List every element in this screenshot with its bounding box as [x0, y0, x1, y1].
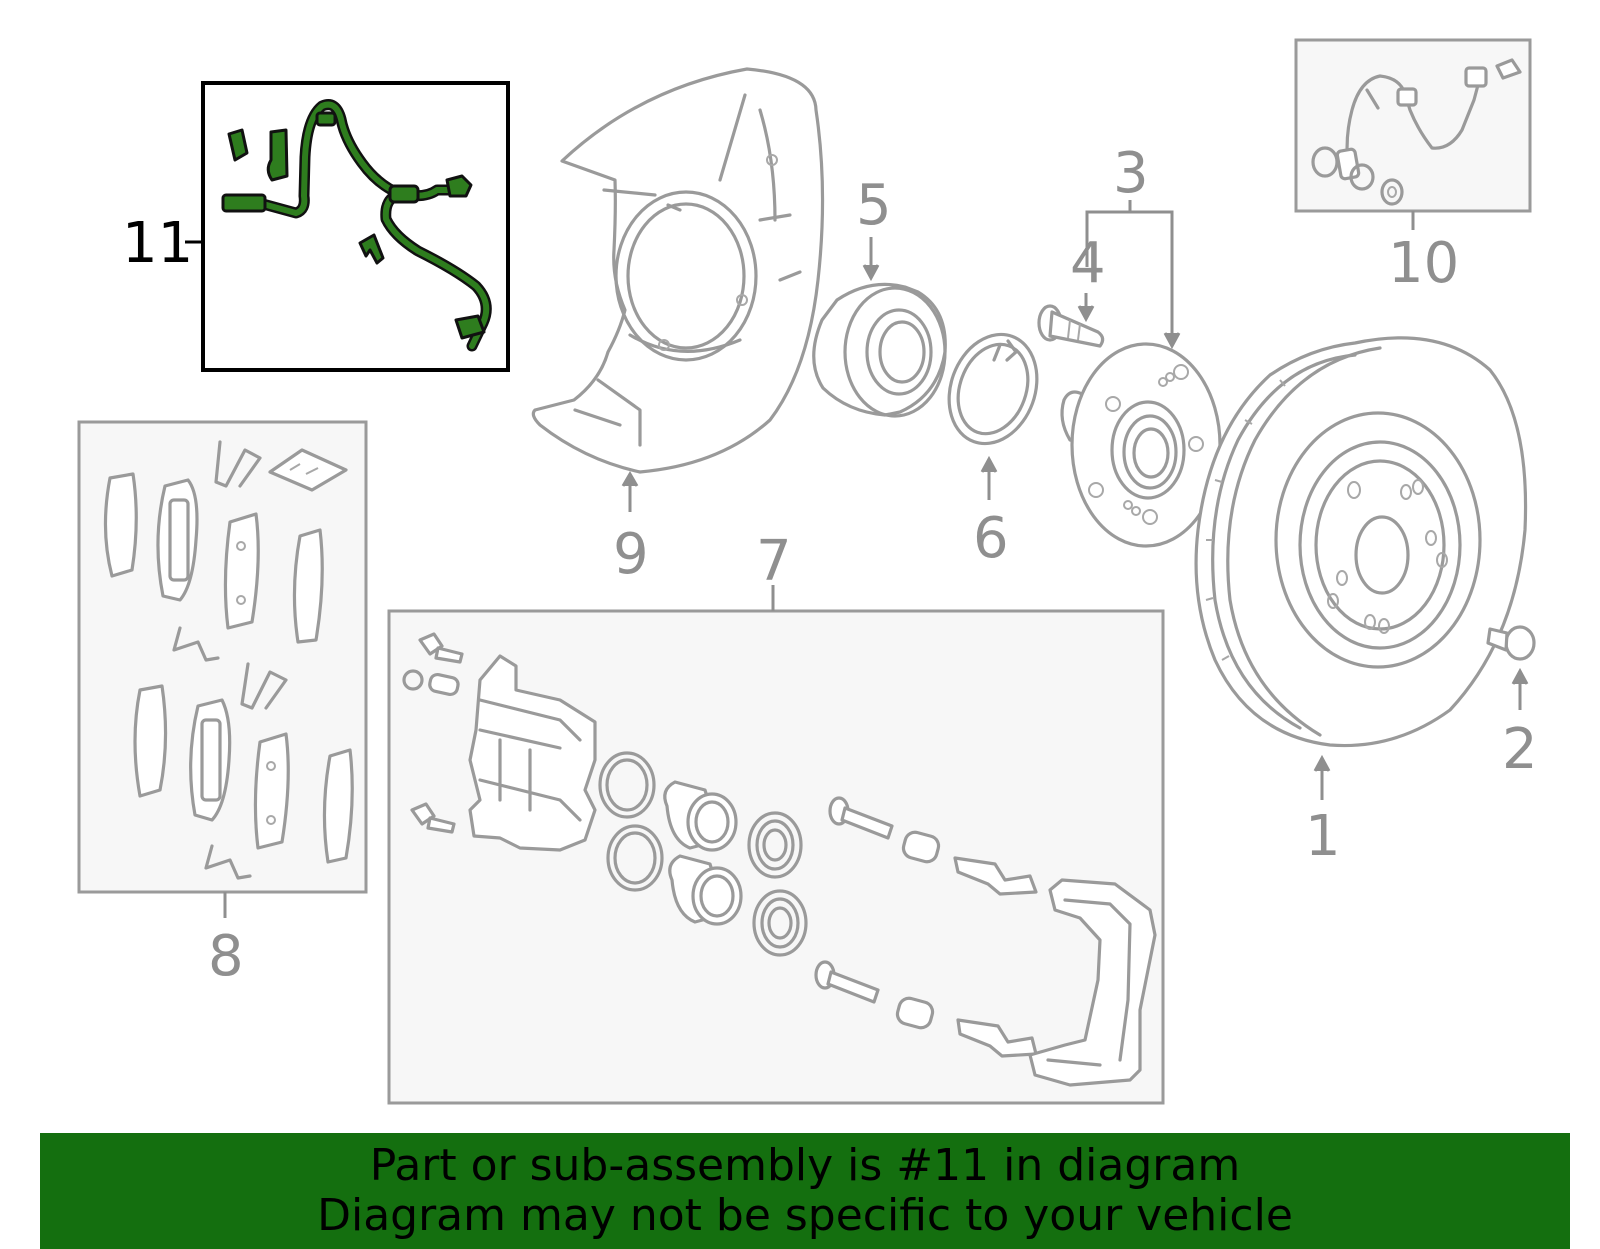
callout-7: 7: [756, 529, 792, 594]
part-8-brake-pad-kit[interactable]: [77, 420, 368, 894]
callout-10: 10: [1388, 231, 1459, 296]
part-10-brake-hose[interactable]: [1294, 38, 1532, 213]
part-11-speed-sensor[interactable]: [201, 81, 510, 372]
callout-8: 8: [208, 924, 244, 989]
callout-1: 1: [1305, 804, 1341, 869]
callout-9: 9: [613, 522, 649, 587]
part-3-hub-assembly[interactable]: [1060, 342, 1222, 548]
banner-line-2: Diagram may not be specific to your vehi…: [317, 1190, 1293, 1241]
callout-11: 11: [122, 211, 193, 276]
part-7-caliper-assembly[interactable]: [387, 609, 1165, 1105]
callout-2: 2: [1502, 717, 1538, 782]
part-5-wheel-bearing[interactable]: [812, 282, 947, 418]
part-1-brake-rotor[interactable]: [1194, 336, 1528, 748]
banner-line-1: Part or sub-assembly is #11 in diagram: [369, 1140, 1241, 1191]
part-2-rotor-screw[interactable]: [1486, 625, 1536, 661]
part-9-splash-shield[interactable]: [531, 67, 825, 474]
callout-6: 6: [973, 506, 1009, 571]
part-4-wheel-stud[interactable]: [1037, 304, 1105, 348]
callout-5: 5: [856, 173, 892, 238]
callout-3: 3: [1113, 141, 1149, 206]
part-6-snap-ring[interactable]: [934, 322, 1051, 456]
part-notice-banner: Part or sub-assembly is #11 in diagram D…: [40, 1133, 1570, 1249]
